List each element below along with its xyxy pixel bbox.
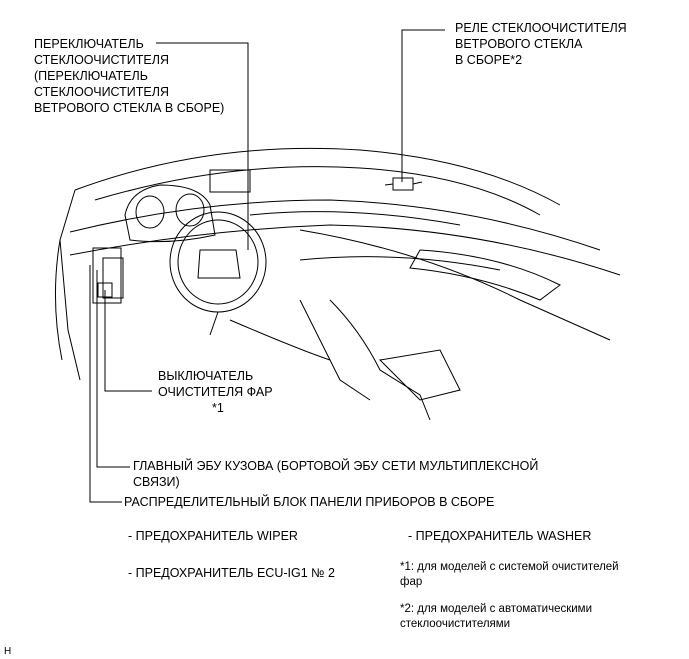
center-console bbox=[329, 299, 431, 421]
wiper-relay-shape bbox=[392, 177, 414, 191]
headlamp-switch-line3: *1 bbox=[212, 401, 224, 415]
leader-junction-block bbox=[89, 265, 122, 503]
body-ecu-shape bbox=[102, 257, 124, 299]
wiper-relay-line1: РЕЛЕ СТЕКЛООЧИСТИТЕЛЯ bbox=[455, 21, 627, 35]
junction-block-shape bbox=[92, 247, 122, 304]
wiper-relay-line3: В СБОРЕ*2 bbox=[455, 53, 523, 67]
dash-top-edge bbox=[69, 199, 601, 251]
steering-hub bbox=[197, 249, 241, 279]
leader-headlamp-switch bbox=[104, 290, 152, 392]
windshield-inner-line bbox=[94, 166, 541, 216]
footnote-1-line1: *1: для моделей с системой очистителей bbox=[400, 561, 619, 573]
footnote-2: *2: для моделей с автоматическими стекло… bbox=[400, 602, 592, 632]
steering-column bbox=[209, 311, 219, 336]
label-junction-block: РАСПРЕДЕЛИТЕЛЬНЫЙ БЛОК ПАНЕЛИ ПРИБОРОВ В… bbox=[124, 494, 494, 510]
headlamp-switch-line2: ОЧИСТИТЕЛЯ ФАР bbox=[158, 385, 273, 399]
left-door-line bbox=[54, 239, 63, 361]
footnote-1: *1: для моделей с системой очистителей ф… bbox=[400, 560, 619, 590]
dash-front-curve bbox=[299, 229, 611, 341]
footnote-2-line1: *2: для моделей с автоматическими bbox=[400, 603, 592, 615]
label-wiper-relay: РЕЛЕ СТЕКЛООЧИСТИТЕЛЯ ВЕТРОВОГО СТЕКЛА В… bbox=[455, 20, 627, 68]
wiper-switch-line3: (ПЕРЕКЛЮЧАТЕЛЬ bbox=[34, 69, 148, 83]
center-display bbox=[209, 169, 251, 193]
footnote-2-line2: стеклоочистителями bbox=[400, 618, 511, 630]
fuse-ecu-ig1-text: - ПРЕДОХРАНИТЕЛЬ ECU-IG1 № 2 bbox=[128, 566, 335, 580]
steering-wheel-outer bbox=[169, 211, 267, 313]
headlamp-switch-line1: ВЫКЛЮЧАТЕЛЬ bbox=[158, 369, 254, 383]
corner-mark: H bbox=[4, 644, 11, 659]
footnote-1-line2: фар bbox=[400, 576, 423, 588]
dash-lower-edge bbox=[69, 224, 621, 276]
dash-panel-line bbox=[249, 211, 461, 226]
label-wiper-switch: ПЕРЕКЛЮЧАТЕЛЬ СТЕКЛООЧИСТИТЕЛЯ (ПЕРЕКЛЮЧ… bbox=[34, 36, 224, 116]
gauge-right bbox=[175, 193, 205, 227]
windshield-outline bbox=[74, 147, 561, 206]
gauge-left bbox=[135, 195, 165, 229]
glovebox bbox=[409, 249, 561, 301]
junction-block-text: РАСПРЕДЕЛИТЕЛЬНЫЙ БЛОК ПАНЕЛИ ПРИБОРОВ В… bbox=[124, 495, 495, 509]
corner-mark-text: H bbox=[4, 646, 12, 657]
fuse-washer-text: - ПРЕДОХРАНИТЕЛЬ WASHER bbox=[408, 529, 592, 543]
left-pillar bbox=[59, 189, 81, 381]
leader-wiper-switch bbox=[156, 42, 249, 250]
body-ecu-line1: ГЛАВНЫЙ ЭБУ КУЗОВА (БОРТОВОЙ ЭБУ СЕТИ МУ… bbox=[133, 459, 539, 473]
instrument-cluster bbox=[124, 184, 216, 243]
wiper-switch-line4: СТЕКЛООЧИСТИТЕЛЯ bbox=[34, 85, 169, 99]
wiper-switch-line5: ВЕТРОВОГО СТЕКЛА В СБОРЕ) bbox=[34, 101, 225, 115]
fuse-wiper: - ПРЕДОХРАНИТЕЛЬ WIPER bbox=[128, 528, 298, 544]
wiper-switch-line1: ПЕРЕКЛЮЧАТЕЛЬ bbox=[34, 37, 144, 51]
fuse-ecu-ig1: - ПРЕДОХРАНИТЕЛЬ ECU-IG1 № 2 bbox=[128, 565, 335, 581]
body-ecu-line2: СВЯЗИ) bbox=[133, 475, 180, 489]
fuse-washer: - ПРЕДОХРАНИТЕЛЬ WASHER bbox=[408, 528, 591, 544]
fuse-wiper-text: - ПРЕДОХРАНИТЕЛЬ WIPER bbox=[128, 529, 298, 543]
label-headlamp-cleaner-switch: ВЫКЛЮЧАТЕЛЬ ОЧИСТИТЕЛЯ ФАР *1 bbox=[158, 368, 273, 416]
wiper-relay-line2: ВЕТРОВОГО СТЕКЛА bbox=[455, 37, 583, 51]
floor-line bbox=[229, 319, 331, 361]
console-side bbox=[299, 299, 371, 401]
dash-panel-line-2 bbox=[299, 256, 501, 271]
leader-wiper-relay bbox=[401, 29, 445, 182]
leader-body-ecu bbox=[96, 270, 130, 468]
relay-harness bbox=[384, 181, 423, 186]
wiper-switch-line2: СТЕКЛООЧИСТИТЕЛЯ bbox=[34, 53, 169, 67]
console-box bbox=[378, 349, 461, 401]
label-main-body-ecu: ГЛАВНЫЙ ЭБУ КУЗОВА (БОРТОВОЙ ЭБУ СЕТИ МУ… bbox=[133, 458, 538, 490]
steering-wheel-inner bbox=[177, 219, 259, 305]
